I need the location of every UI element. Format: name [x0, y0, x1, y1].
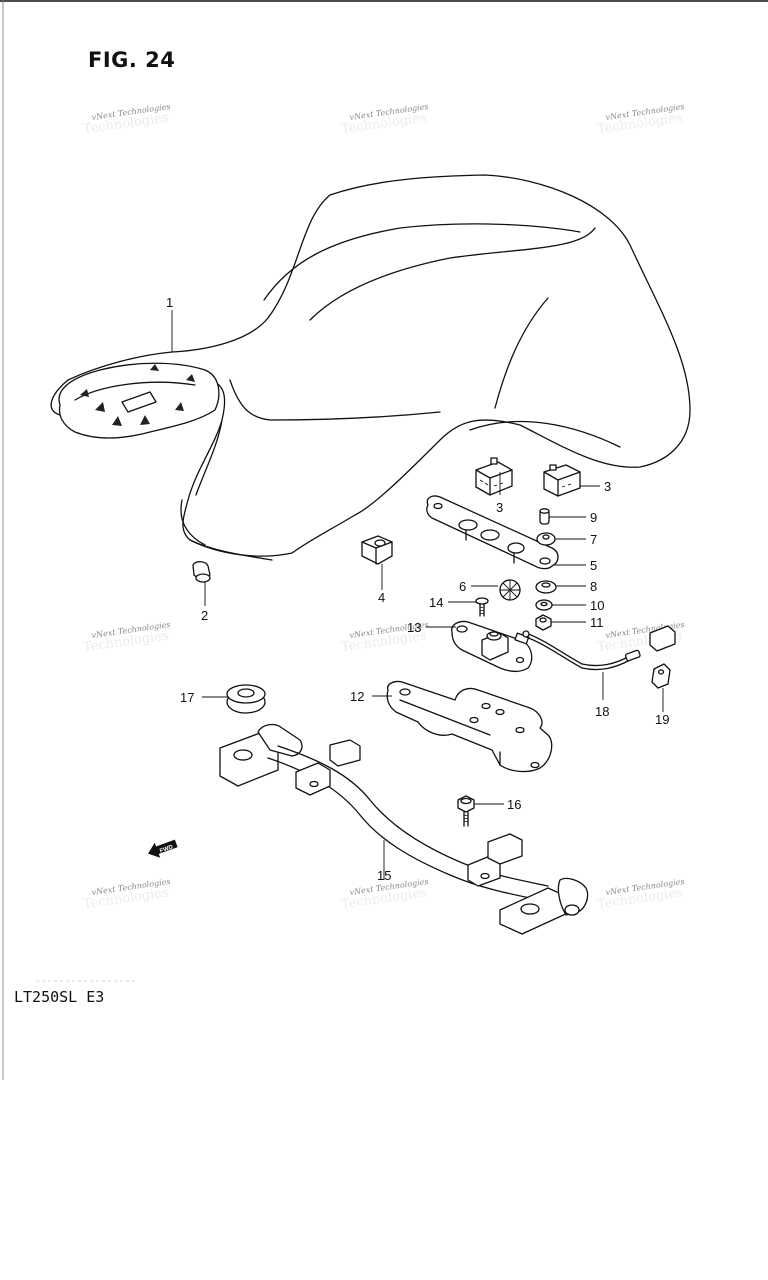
part-8-washer — [535, 580, 557, 594]
callout-label: 8 — [590, 579, 597, 594]
callout-label: 10 — [590, 598, 604, 613]
figure-title: FIG. 24 — [88, 48, 176, 72]
callout-label: 3 — [496, 500, 503, 515]
part-10-washer — [535, 599, 553, 611]
part-11-nut — [535, 614, 552, 631]
part-17-grommet — [226, 684, 266, 714]
part-3-cushion-right — [543, 464, 581, 497]
model-label: LT250SL E3 — [14, 988, 105, 1006]
callout-label: 17 — [180, 690, 194, 705]
callout-label: 2 — [201, 608, 208, 623]
callout-label: 16 — [507, 797, 521, 812]
part-13-lock — [451, 620, 533, 673]
fwd-label: FWD — [159, 844, 175, 855]
part-2-clip — [192, 561, 211, 583]
part-7-washer — [536, 532, 556, 546]
leader-lines — [171, 310, 664, 880]
part-18-cable — [522, 625, 676, 671]
part-5-plate — [426, 495, 559, 570]
part-9-pin — [539, 508, 550, 525]
part-14-screw — [475, 597, 489, 617]
callout-label: 19 — [655, 712, 669, 727]
callout-label: 18 — [595, 704, 609, 719]
callout-label: 9 — [590, 510, 597, 525]
part-16-bolt — [457, 795, 475, 827]
callout-label: 12 — [350, 689, 364, 704]
seat-assembly — [50, 174, 691, 561]
callout-label: 11 — [590, 615, 604, 630]
callout-label: 4 — [378, 590, 385, 605]
part-3-cushion-left — [475, 457, 513, 496]
part-12-bracket — [386, 680, 553, 773]
callout-label: 5 — [590, 558, 597, 573]
callout-label: 15 — [377, 868, 391, 883]
callout-label: 7 — [590, 532, 597, 547]
part-15-frame — [219, 723, 589, 935]
callout-label: 6 — [459, 579, 466, 594]
callout-labels: 1 2 3 3 4 5 6 7 8 9 10 11 12 13 14 15 16… — [166, 295, 669, 883]
part-6-spring — [499, 579, 521, 601]
fwd-arrow-icon: FWD — [148, 839, 178, 858]
callout-label: 1 — [166, 295, 173, 310]
callout-label: 14 — [429, 595, 443, 610]
callout-label: 3 — [604, 479, 611, 494]
part-19-clip — [651, 663, 671, 689]
part-4-bumper — [361, 535, 393, 565]
callout-label: 13 — [407, 620, 421, 635]
